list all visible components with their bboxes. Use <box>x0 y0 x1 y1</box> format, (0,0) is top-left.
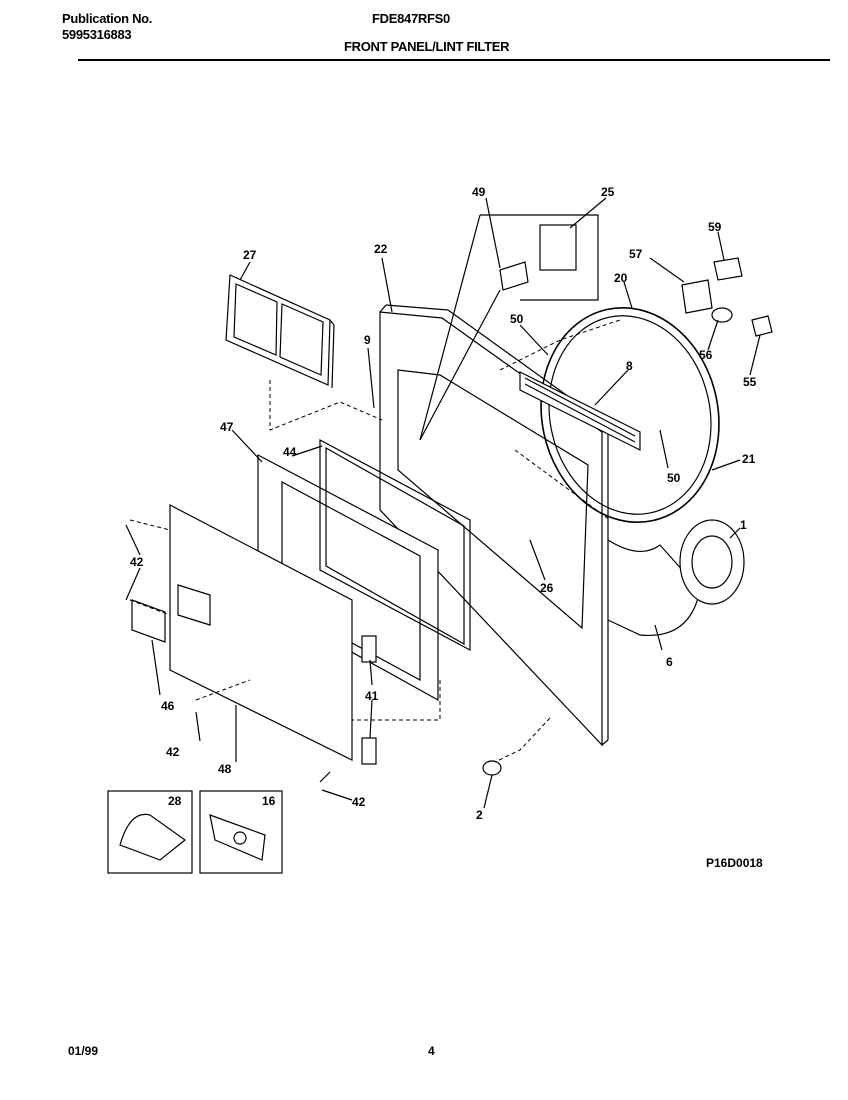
part-label: 25 <box>601 185 615 199</box>
leader-lines <box>125 197 761 809</box>
footer-date: 01/99 <box>68 1044 99 1058</box>
part-label: 28 <box>168 794 182 808</box>
part-label: 21 <box>742 452 756 466</box>
part-label: 50 <box>510 312 524 326</box>
door-handle <box>131 599 166 643</box>
part-label: 6 <box>666 655 673 669</box>
part-label: 41 <box>365 689 379 703</box>
page-number: 4 <box>428 1044 435 1058</box>
publication-label: Publication No. <box>62 11 153 26</box>
duct-assembly <box>607 519 745 637</box>
part-label: 44 <box>283 445 297 459</box>
part-label: 26 <box>540 581 554 595</box>
element-strip <box>519 371 641 451</box>
part-label: 46 <box>161 699 175 713</box>
part-label: 27 <box>243 248 257 262</box>
part-label: 8 <box>626 359 633 373</box>
part-label: 49 <box>472 185 486 199</box>
part-label: 50 <box>667 471 681 485</box>
part-label: 47 <box>220 420 234 434</box>
part-label: 59 <box>708 220 722 234</box>
switch-parts <box>681 257 773 337</box>
hinges <box>361 635 377 765</box>
part-label: 57 <box>629 247 643 261</box>
diagram-code: P16D0018 <box>706 856 763 870</box>
drum-ring <box>540 306 720 524</box>
assembly-lines <box>129 319 621 763</box>
part-label: 56 <box>699 348 713 362</box>
publication-number: 5995316883 <box>62 27 132 42</box>
part-label: 9 <box>364 333 371 347</box>
header-rule <box>78 59 830 61</box>
part-label: 42 <box>130 555 144 569</box>
part-label: 48 <box>218 762 232 776</box>
part-label: 2 <box>476 808 483 822</box>
part-label: 16 <box>262 794 276 808</box>
part-label: 22 <box>374 242 388 256</box>
part-label: 42 <box>166 745 180 759</box>
inset-boxes <box>107 214 599 874</box>
part-label: 42 <box>352 795 366 809</box>
lint-filter <box>225 274 335 389</box>
knob <box>482 760 502 776</box>
diagram-drawing <box>107 197 773 874</box>
section-title: FRONT PANEL/LINT FILTER <box>344 39 510 54</box>
front-panel <box>379 304 609 747</box>
part-label: 20 <box>614 271 628 285</box>
model-number: FDE847RFS0 <box>372 11 450 26</box>
part-label: 1 <box>740 518 747 532</box>
part-labels: 49 25 27 22 59 57 20 50 9 8 56 55 47 44 … <box>130 185 757 822</box>
part-label: 55 <box>743 375 757 389</box>
